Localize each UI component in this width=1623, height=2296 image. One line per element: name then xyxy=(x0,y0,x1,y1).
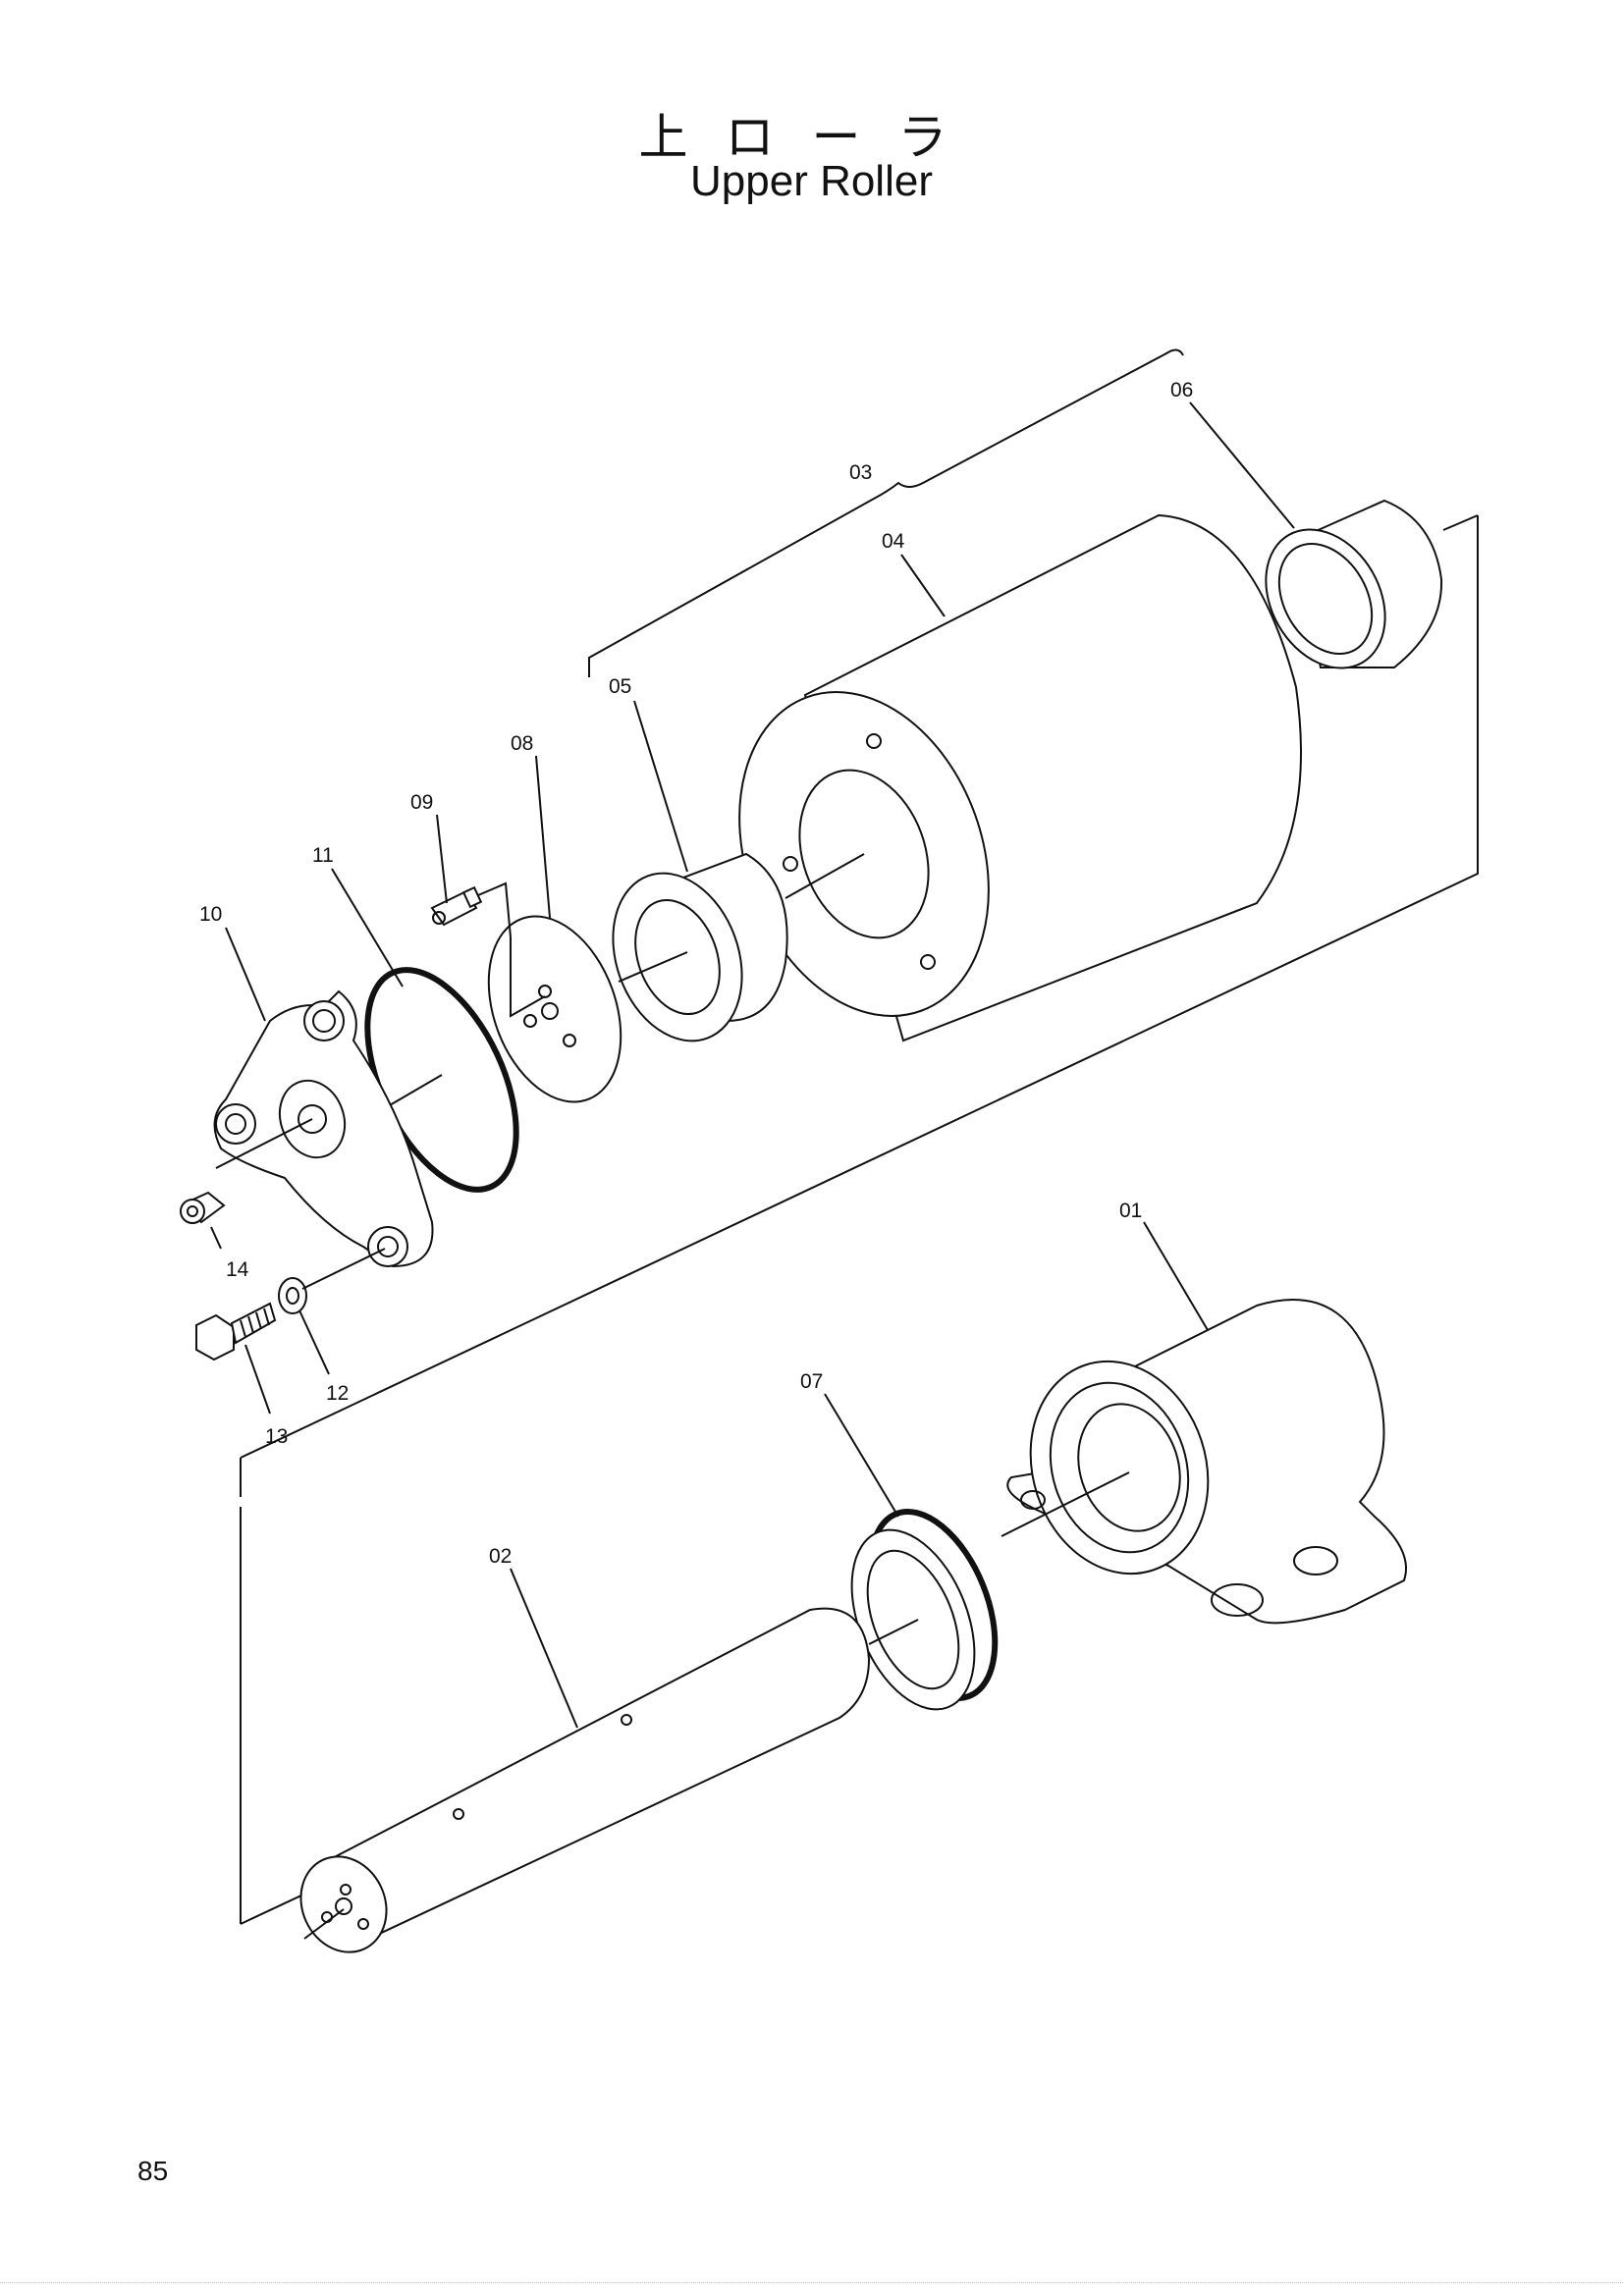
part-10-cover xyxy=(213,989,434,1268)
page-title-japanese: 上ローラ xyxy=(638,109,985,166)
callout-03: 03 xyxy=(849,461,872,484)
page-number: 85 xyxy=(137,2156,169,2186)
callout-01: 01 xyxy=(1119,1200,1142,1222)
part-13-bolt xyxy=(195,1302,277,1362)
part-12-washer xyxy=(278,1277,307,1314)
callout-08: 08 xyxy=(511,732,533,755)
callout-04: 04 xyxy=(882,530,905,553)
callout-10: 10 xyxy=(199,903,222,926)
part-09-screw xyxy=(430,885,483,927)
part-05-thrust-bushing xyxy=(612,852,788,1042)
page-title-english: Upper Roller xyxy=(690,157,933,205)
scan-artifact-line xyxy=(0,2282,1623,2285)
bracket-group-03 xyxy=(588,348,1184,677)
part-04-roller-shell xyxy=(738,513,1302,1042)
callout-14: 14 xyxy=(226,1258,249,1281)
part-06-bushing xyxy=(1265,499,1443,669)
part-02-shaft xyxy=(299,1607,871,1953)
part-14-plug xyxy=(180,1191,226,1224)
callout-06: 06 xyxy=(1170,379,1193,401)
callout-07: 07 xyxy=(800,1370,823,1393)
callout-11: 11 xyxy=(312,844,334,867)
callout-13: 13 xyxy=(265,1425,288,1448)
callout-05: 05 xyxy=(609,675,631,698)
part-01-bracket-housing xyxy=(1001,1299,1407,1625)
leader-lines xyxy=(210,401,1295,1729)
callout-09: 09 xyxy=(410,791,433,814)
part-08-thrust-plate xyxy=(470,881,622,1103)
callout-02: 02 xyxy=(489,1545,512,1568)
callout-12: 12 xyxy=(326,1382,349,1405)
